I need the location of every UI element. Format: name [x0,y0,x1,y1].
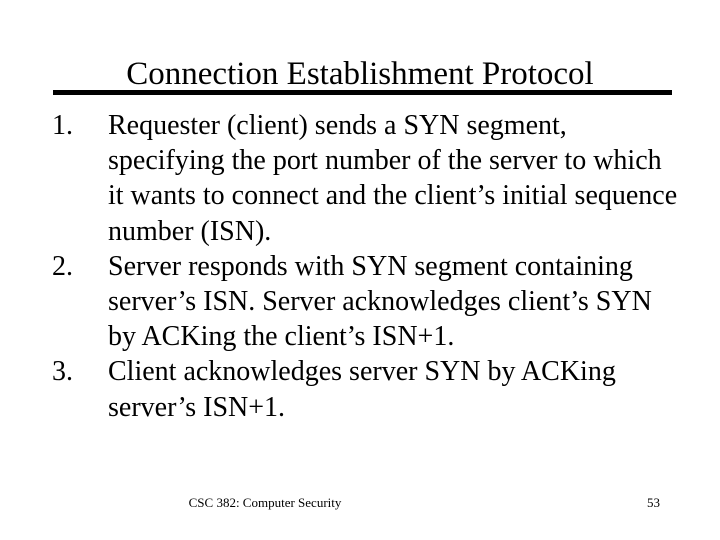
numbered-list: 1. Requester (client) sends a SYN segmen… [48,108,678,425]
list-item-number: 2. [52,250,73,282]
list-item-text: Server responds with SYN segment contain… [108,250,652,353]
footer-course-label: CSC 382: Computer Security [188,495,342,510]
list-item: 1. Requester (client) sends a SYN segmen… [48,108,678,249]
page-title: Connection Establishment Protocol [126,56,594,93]
footer-page-number: 53 [647,495,660,510]
list-item: 3. Client acknowledges server SYN by ACK… [48,354,678,424]
list-item-text: Client acknowledges server SYN by ACKing… [108,356,616,423]
list-item-text: Requester (client) sends a SYN segment, … [108,110,678,247]
list-item-number: 1. [52,110,73,141]
list-item: 2. Server responds with SYN segment cont… [48,249,678,355]
title-divider [53,90,672,95]
list-item-number: 3. [52,356,73,388]
